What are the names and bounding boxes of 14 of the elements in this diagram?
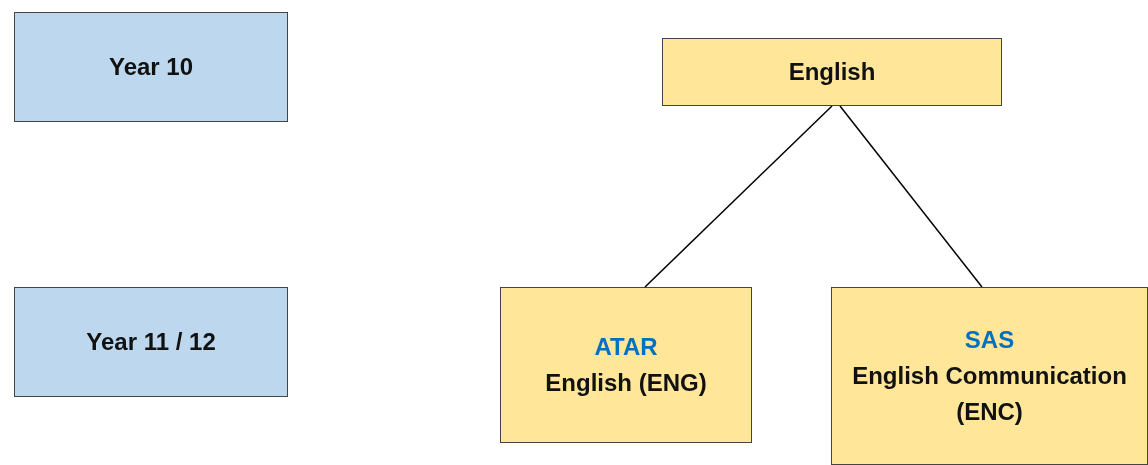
year-level-box	[14, 287, 288, 397]
course-box	[662, 38, 1002, 106]
course-name: Year 10	[107, 52, 195, 82]
course-name: Year 11 / 12	[85, 327, 217, 357]
course-name: English	[787, 57, 877, 87]
course-name: English Communication (ENC)	[851, 361, 1128, 427]
pathway-label: SAS	[963, 325, 1016, 355]
year-level-box	[14, 12, 288, 122]
connector-line	[839, 105, 983, 288]
connector-line	[644, 105, 833, 288]
pathway-label: ATAR	[593, 332, 659, 362]
course-box	[500, 287, 752, 443]
course-box	[831, 287, 1148, 465]
course-name: English (ENG)	[544, 368, 708, 398]
